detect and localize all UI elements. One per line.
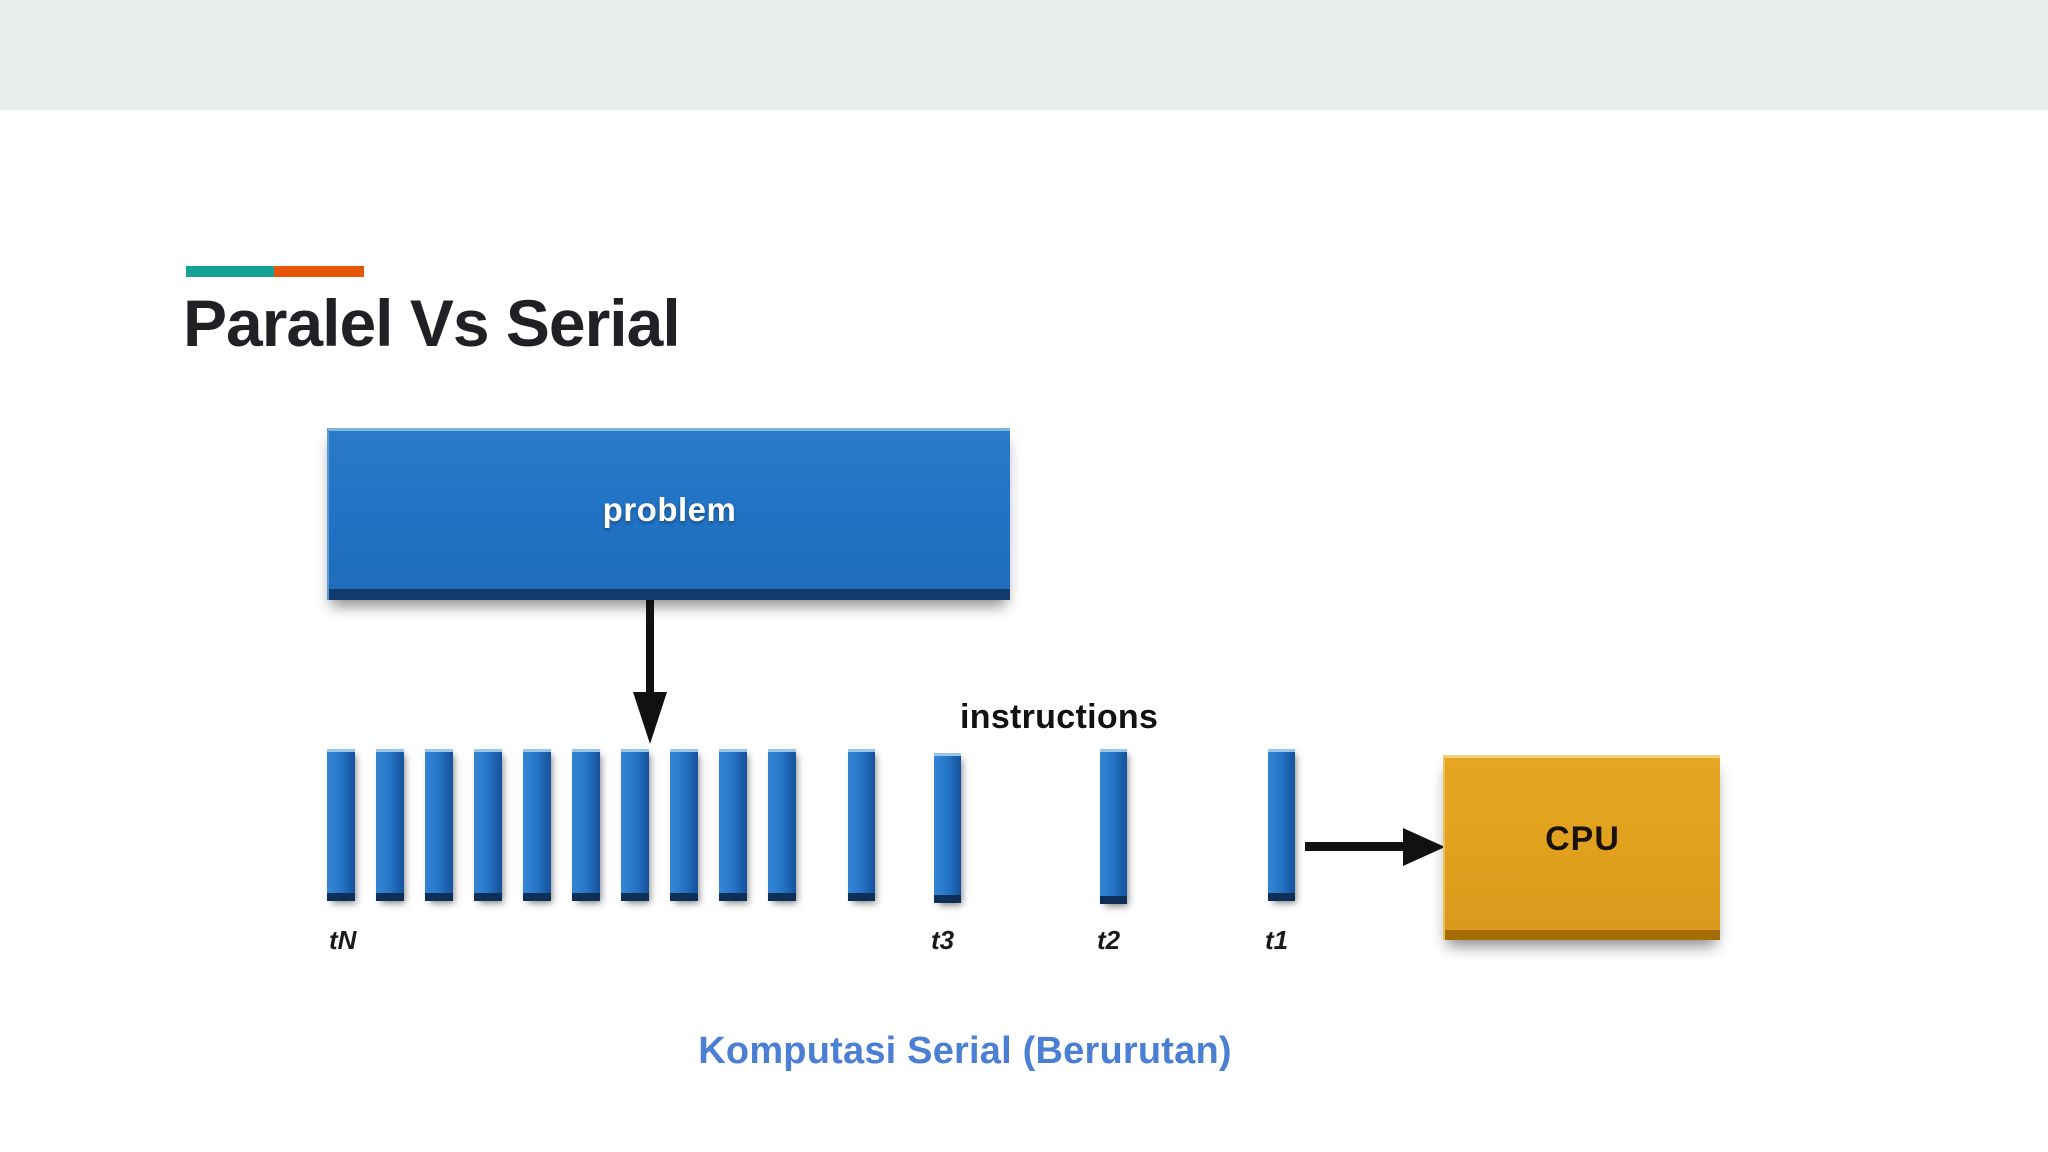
instruction-bar	[848, 749, 875, 901]
instructions-label: instructions	[960, 698, 1159, 736]
instruction-bar	[768, 749, 796, 901]
right-arrow-shaft	[1305, 842, 1408, 851]
diagram-caption: Komputasi Serial (Berurutan)	[698, 1030, 1232, 1072]
instruction-bar-t2	[1100, 749, 1127, 904]
cpu-box: CPU	[1443, 755, 1720, 940]
instruction-bar	[572, 749, 600, 901]
title-accent-bar	[186, 266, 364, 277]
problem-box: problem	[327, 428, 1010, 600]
down-arrow-head	[633, 692, 667, 744]
instruction-bar-t1	[1268, 749, 1295, 901]
instruction-bar	[670, 749, 698, 901]
right-arrow-icon	[1305, 828, 1445, 866]
time-label-t2: t2	[1097, 925, 1121, 955]
instruction-bar	[376, 749, 404, 901]
right-arrow-head	[1403, 828, 1445, 866]
page-title: Paralel Vs Serial	[183, 286, 681, 360]
instruction-bar	[327, 749, 355, 901]
instruction-bar	[621, 749, 649, 901]
time-label-tN: tN	[329, 925, 357, 955]
accent-segment-orange	[274, 266, 364, 277]
problem-box-label: problem	[602, 491, 737, 528]
instruction-bar	[523, 749, 551, 901]
instruction-bar-t3	[934, 753, 961, 903]
instruction-bar	[474, 749, 502, 901]
instruction-bar	[719, 749, 747, 901]
slide-top-band	[0, 0, 2048, 110]
down-arrow-shaft	[646, 600, 654, 700]
down-arrow-icon	[630, 600, 670, 745]
cpu-box-label: CPU	[1545, 820, 1620, 858]
instruction-bar	[425, 749, 453, 901]
time-label-t1: t1	[1265, 925, 1289, 955]
time-label-t3: t3	[931, 925, 955, 955]
accent-segment-teal	[186, 266, 274, 277]
